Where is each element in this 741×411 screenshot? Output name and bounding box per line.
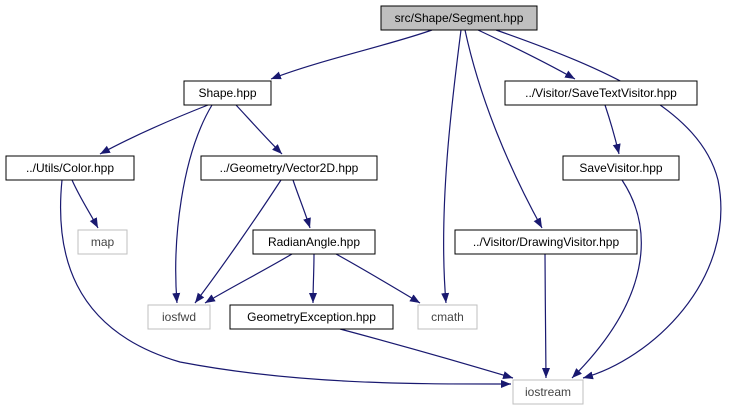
edge-vector2d-to-radianangle [292,179,311,229]
node-label-color: ../Utils/Color.hpp [26,161,114,175]
edge-color-to-iostream [59,179,512,389]
node-map: map [77,229,128,255]
edge-shape-to-vector2d [235,104,283,155]
node-box-radianangle [252,229,376,255]
node-geometryexception[interactable]: GeometryException.hpp [229,304,394,330]
node-label-geometryexception: GeometryException.hpp [247,310,376,324]
node-savetextvisitor[interactable]: ../Visitor/SaveTextVisitor.hpp [504,80,698,106]
node-box-iostream [512,379,584,405]
edge-drawingvisitor-to-iostream [541,253,550,379]
node-box-segment [380,5,538,31]
node-savevisitor[interactable]: SaveVisitor.hpp [562,155,680,181]
edge-savevisitor-to-iostream [571,179,642,379]
edge-segment-to-savetextvisitor [477,29,576,80]
edge-radianangle-to-cmath [335,253,421,304]
node-label-radianangle: RadianAngle.hpp [268,235,360,249]
node-box-iosfwd [147,304,211,330]
node-box-map [77,229,128,255]
node-box-cmath [417,304,478,330]
node-shape[interactable]: Shape.hpp [183,80,272,106]
node-box-drawingvisitor [454,229,638,255]
node-label-drawingvisitor: ../Visitor/DrawingVisitor.hpp [473,235,620,249]
node-box-savevisitor [562,155,680,181]
edge-color-to-map [71,179,99,229]
node-label-iosfwd: iosfwd [162,310,196,324]
edge-savetextvisitor-to-savevisitor [604,104,621,155]
node-drawingvisitor[interactable]: ../Visitor/DrawingVisitor.hpp [454,229,638,255]
node-box-savetextvisitor [504,80,698,106]
node-label-savetextvisitor: ../Visitor/SaveTextVisitor.hpp [525,86,677,100]
node-radianangle[interactable]: RadianAngle.hpp [252,229,376,255]
edge-vector2d-to-iosfwd [194,179,282,304]
node-iosfwd: iosfwd [147,304,211,330]
node-box-color [5,155,135,181]
edge-radianangle-to-geometryexception [309,253,318,304]
edge-shape-to-iosfwd [172,104,213,304]
node-box-vector2d [200,155,378,181]
node-label-segment: src/Shape/Segment.hpp [395,11,524,25]
edge-segment-to-cmath [441,29,462,304]
node-label-cmath: cmath [431,310,464,324]
node-label-shape: Shape.hpp [198,86,256,100]
edge-shape-to-color [99,104,209,155]
node-iostream: iostream [512,379,584,405]
edge-segment-to-shape [270,29,433,80]
edge-radianangle-to-iosfwd [204,253,293,304]
edge-geometryexception-to-iostream [339,328,514,379]
node-label-map: map [91,235,115,249]
node-box-geometryexception [229,304,394,330]
node-color[interactable]: ../Utils/Color.hpp [5,155,135,181]
node-label-iostream: iostream [525,385,571,399]
node-label-savevisitor: SaveVisitor.hpp [579,161,662,175]
node-vector2d[interactable]: ../Geometry/Vector2D.hpp [200,155,378,181]
edge-segment-to-drawingvisitor [464,29,543,229]
node-cmath: cmath [417,304,478,330]
edges-layer [59,29,722,389]
edge-segment-to-iostream [495,29,722,380]
node-segment[interactable]: src/Shape/Segment.hpp [380,5,538,31]
node-box-shape [183,80,272,106]
node-label-vector2d: ../Geometry/Vector2D.hpp [220,161,359,175]
